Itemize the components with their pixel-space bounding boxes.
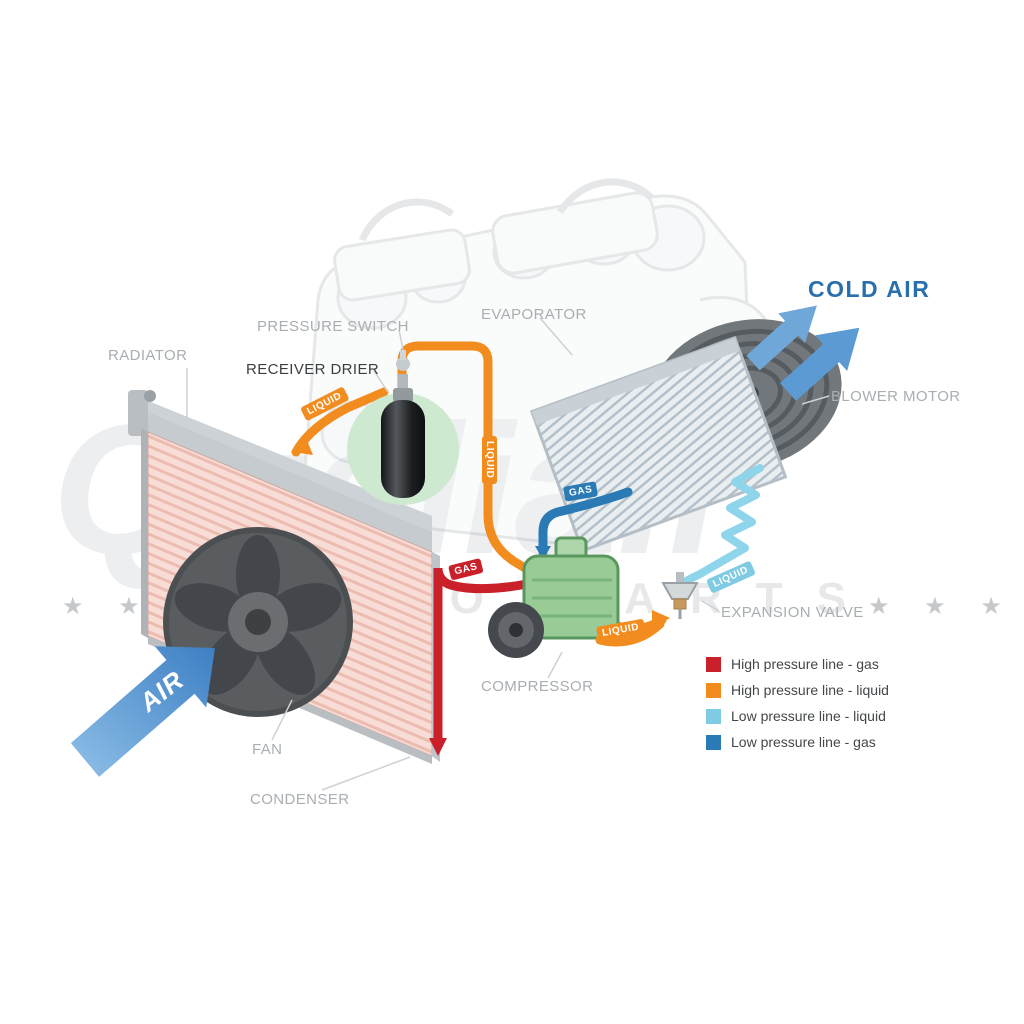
lp-gas-arrow: [535, 546, 551, 560]
legend: High pressure line - gas High pressure l…: [706, 656, 889, 760]
hp-gas-arrow: [429, 738, 447, 756]
radiator-illustration: [128, 390, 432, 534]
label-condenser: CONDENSER: [250, 791, 350, 808]
label-expansion-valve: EXPANSION VALVE: [721, 604, 864, 621]
label-radiator: RADIATOR: [108, 347, 188, 364]
legend-swatch-hp-gas: [706, 656, 721, 672]
air-arrow: [70, 646, 216, 777]
label-blower-motor: BLOWER MOTOR: [831, 388, 961, 405]
hp-liquid-pipe-c: [595, 619, 665, 647]
legend-item-lp-liquid: Low pressure line - liquid: [706, 708, 889, 724]
hp-liquid-arrow-b: [652, 610, 670, 628]
label-evaporator: EVAPORATOR: [481, 306, 587, 323]
legend-label-lp-liquid: Low pressure line - liquid: [731, 708, 886, 724]
label-compressor: COMPRESSOR: [481, 678, 594, 695]
legend-label-hp-gas: High pressure line - gas: [731, 656, 879, 672]
label-cold-air: COLD AIR: [808, 276, 931, 302]
legend-item-hp-liquid: High pressure line - liquid: [706, 682, 889, 698]
watermark-stars-right: ★ ★ ★: [868, 593, 1016, 620]
legend-item-lp-gas: Low pressure line - gas: [706, 734, 889, 750]
legend-item-hp-gas: High pressure line - gas: [706, 656, 889, 672]
receiver-drier-illustration: [347, 350, 459, 505]
legend-swatch-lp-gas: [706, 734, 721, 750]
legend-label-lp-gas: Low pressure line - gas: [731, 734, 876, 750]
compressor-illustration: [488, 536, 620, 658]
evaporator-illustration: [529, 335, 788, 553]
lp-gas-pipe: [538, 487, 633, 557]
expansion-valve-illustration: [661, 572, 699, 619]
legend-swatch-hp-liquid: [706, 682, 721, 698]
legend-swatch-lp-liquid: [706, 708, 721, 724]
lp-liquid-pipe: [668, 464, 764, 592]
label-receiver-drier: RECEIVER DRIER: [246, 361, 380, 378]
label-fan: FAN: [252, 741, 283, 758]
hp-liquid-arrow-a: [292, 438, 313, 455]
legend-label-hp-liquid: High pressure line - liquid: [731, 682, 889, 698]
label-pressure-switch: PRESSURE SWITCH: [257, 318, 409, 335]
cold-air-arrows: [746, 305, 860, 401]
leader-lines: [186, 317, 830, 791]
pipe-label-liquid-vertical: LIQUID: [482, 436, 497, 484]
